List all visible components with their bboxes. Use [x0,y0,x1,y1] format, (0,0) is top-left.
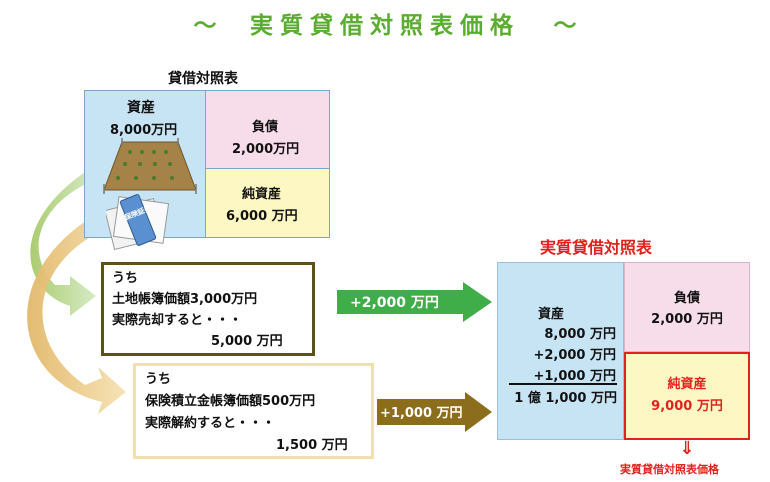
book-assets-label: 資産 [127,100,155,116]
real-assets-line1: 8,000 万円 [544,327,616,342]
real-assets-line3: +1,000 万円 [533,369,616,384]
real-sheet-title: 実質貸借対照表 [540,238,653,257]
real-liabilities-cell [624,262,750,352]
insurance-box-line2: 保険積立金帳簿価額500万円 [145,394,316,409]
book-sheet-title: 貸借対照表 [168,71,238,87]
insurance-box-line1: うち [145,372,172,387]
land-field-icon [103,138,197,194]
title-tilde-right: ～ [553,13,577,39]
curved-arrow-insurance [27,210,126,414]
insurance-box-line4: 1,500 万円 [276,438,348,453]
title-tilde-left: ～ [193,13,217,39]
real-net-assets-label: 純資産 [667,377,707,392]
land-box-line4: 5,000 万円 [211,334,283,349]
land-box-line3: 実際売却すると・・・ [112,313,243,328]
real-net-assets-value: 9,000 万円 [651,399,723,414]
real-assets-cell [497,262,624,440]
page-title-text: 実質貸借対照表価格 [250,13,520,39]
insurance-gain-label: +1,000 万円 [380,406,463,421]
book-liabilities-label: 負債 [252,120,279,135]
book-liabilities-cell [206,91,329,169]
real-assets-label: 資産 [538,307,565,322]
page-title: ～ 実質貸借対照表価格 ～ [0,6,770,40]
insurance-box [133,363,374,459]
insurance-box-line3: 実際解約すると・・・ [145,416,276,431]
land-box-line1: うち [112,271,139,286]
brown-arrow-icon [377,392,492,432]
real-assets-line2: +2,000 万円 [533,348,616,363]
book-assets-value: 8,000万円 [110,123,178,138]
book-net-assets-value: 6,000 万円 [226,209,298,224]
book-net-assets-label: 純資産 [242,187,282,202]
land-box [101,262,315,356]
real-liabilities-value: 2,000 万円 [651,312,723,327]
land-box-line2: 土地帳簿価額3,000万円 [112,292,258,307]
land-gain-label: +2,000 万円 [350,295,439,311]
real-price-label: 実質貸借対照表価格 [620,463,719,476]
book-liabilities-value: 2,000万円 [232,142,300,157]
insurance-certificate-icon [106,194,170,250]
down-arrow-icon: ⇓ [679,438,695,459]
green-arrow-icon [337,282,492,322]
book-net-assets-cell [206,169,329,237]
real-assets-total: 1 億 1,000 万円 [514,391,617,406]
sum-divider [509,383,617,385]
real-liabilities-label: 負債 [673,291,700,306]
real-net-assets-cell [624,352,750,440]
